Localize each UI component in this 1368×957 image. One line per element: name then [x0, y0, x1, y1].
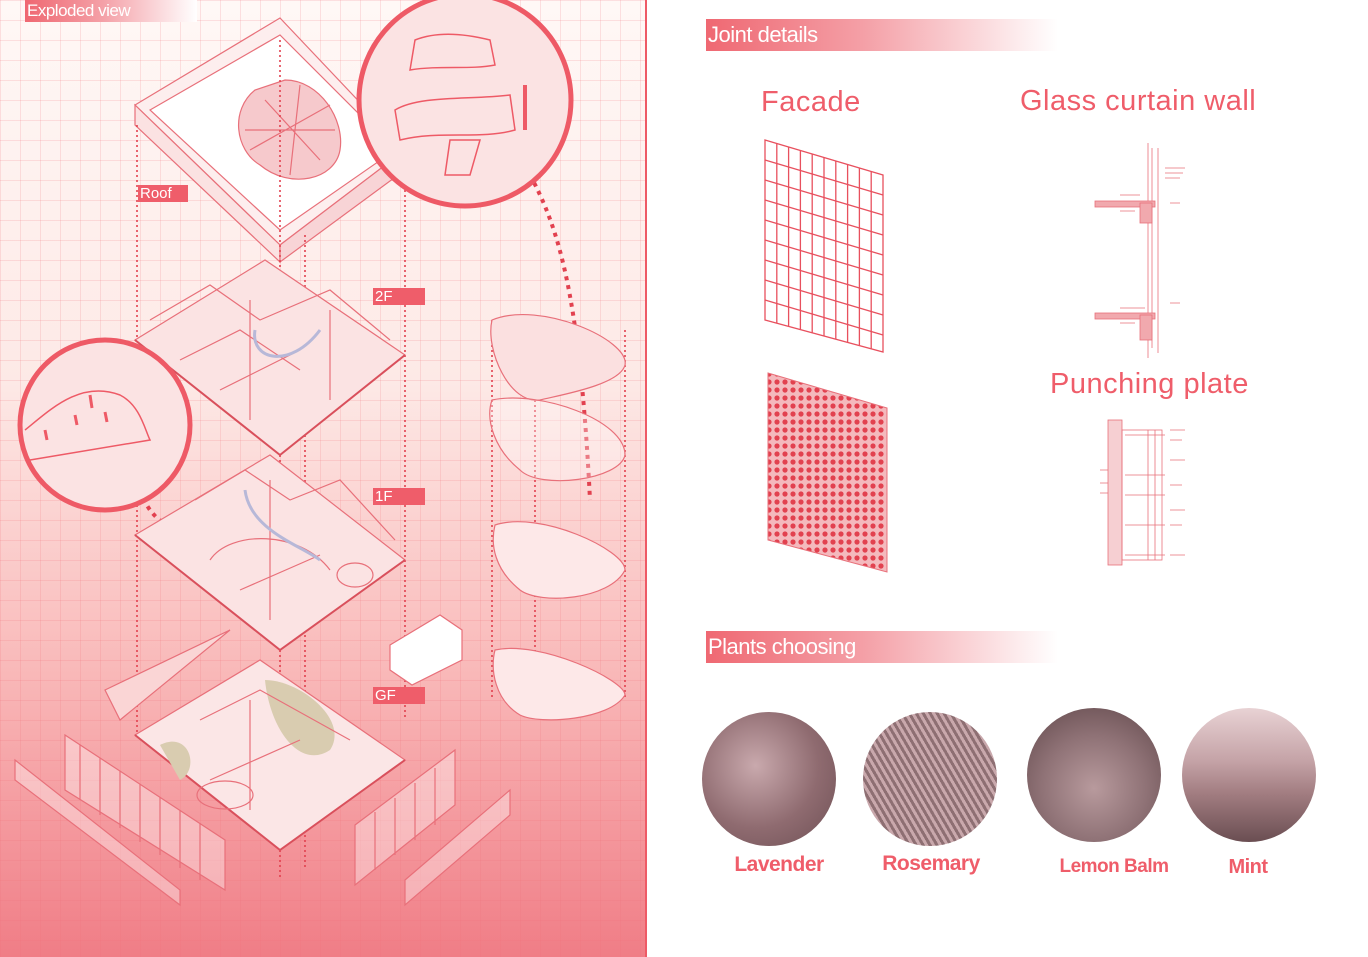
punching-plate-pattern [767, 372, 888, 573]
panel-divider [645, 0, 647, 957]
exploded-view-header: Exploded view [25, 0, 197, 22]
plant-photo-rosemary [863, 712, 997, 846]
facade-screens [14, 733, 511, 907]
second-floor-layer [133, 259, 407, 457]
facade-transom [764, 219, 884, 256]
glass-curtain-wall-title: Glass curtain wall [1020, 85, 1257, 117]
floor-label-gf: GF [373, 687, 425, 704]
facade-transom [764, 259, 884, 296]
exploded-axonometric-drawing [14, 0, 626, 907]
curved-wall-elements [489, 314, 626, 721]
floor-label-roof: Roof [138, 185, 188, 202]
facade-transom [764, 199, 884, 236]
plant-photo-lemon-balm [1027, 708, 1161, 842]
plants-choosing-header: Plants choosing [706, 631, 1058, 663]
plant-photo-lavender [702, 712, 836, 846]
plant-label-rosemary: Rosemary [882, 852, 980, 875]
facade-transom [764, 239, 884, 276]
facade-transom [764, 299, 884, 336]
plant-label-lavender: Lavender [734, 853, 824, 876]
roof-layer [134, 17, 406, 264]
punching-plate-title: Punching plate [1050, 368, 1249, 400]
punching-plate-section-drawing [1100, 419, 1185, 566]
detail-circle-left [17, 337, 193, 513]
detail-circle-top [356, 0, 574, 209]
facade-title: Facade [761, 86, 861, 118]
floor-label-1f: 1F [373, 488, 425, 505]
joint-details-header: Joint details [706, 19, 1058, 51]
exploded-view-panel: Exploded view [0, 0, 645, 957]
facade-transom [764, 279, 884, 316]
facade-grid-drawing [764, 139, 884, 353]
facade-transom [764, 159, 884, 196]
first-floor-layer [133, 454, 407, 652]
ground-floor-layer [104, 614, 463, 852]
floor-label-2f: 2F [373, 288, 425, 305]
plant-photo-mint [1182, 708, 1316, 842]
plant-label-mint: Mint [1228, 856, 1268, 878]
facade-transom [764, 179, 884, 216]
plant-label-lemon-balm: Lemon Balm [1059, 856, 1169, 877]
glass-curtain-wall-section-drawing [1094, 143, 1185, 358]
